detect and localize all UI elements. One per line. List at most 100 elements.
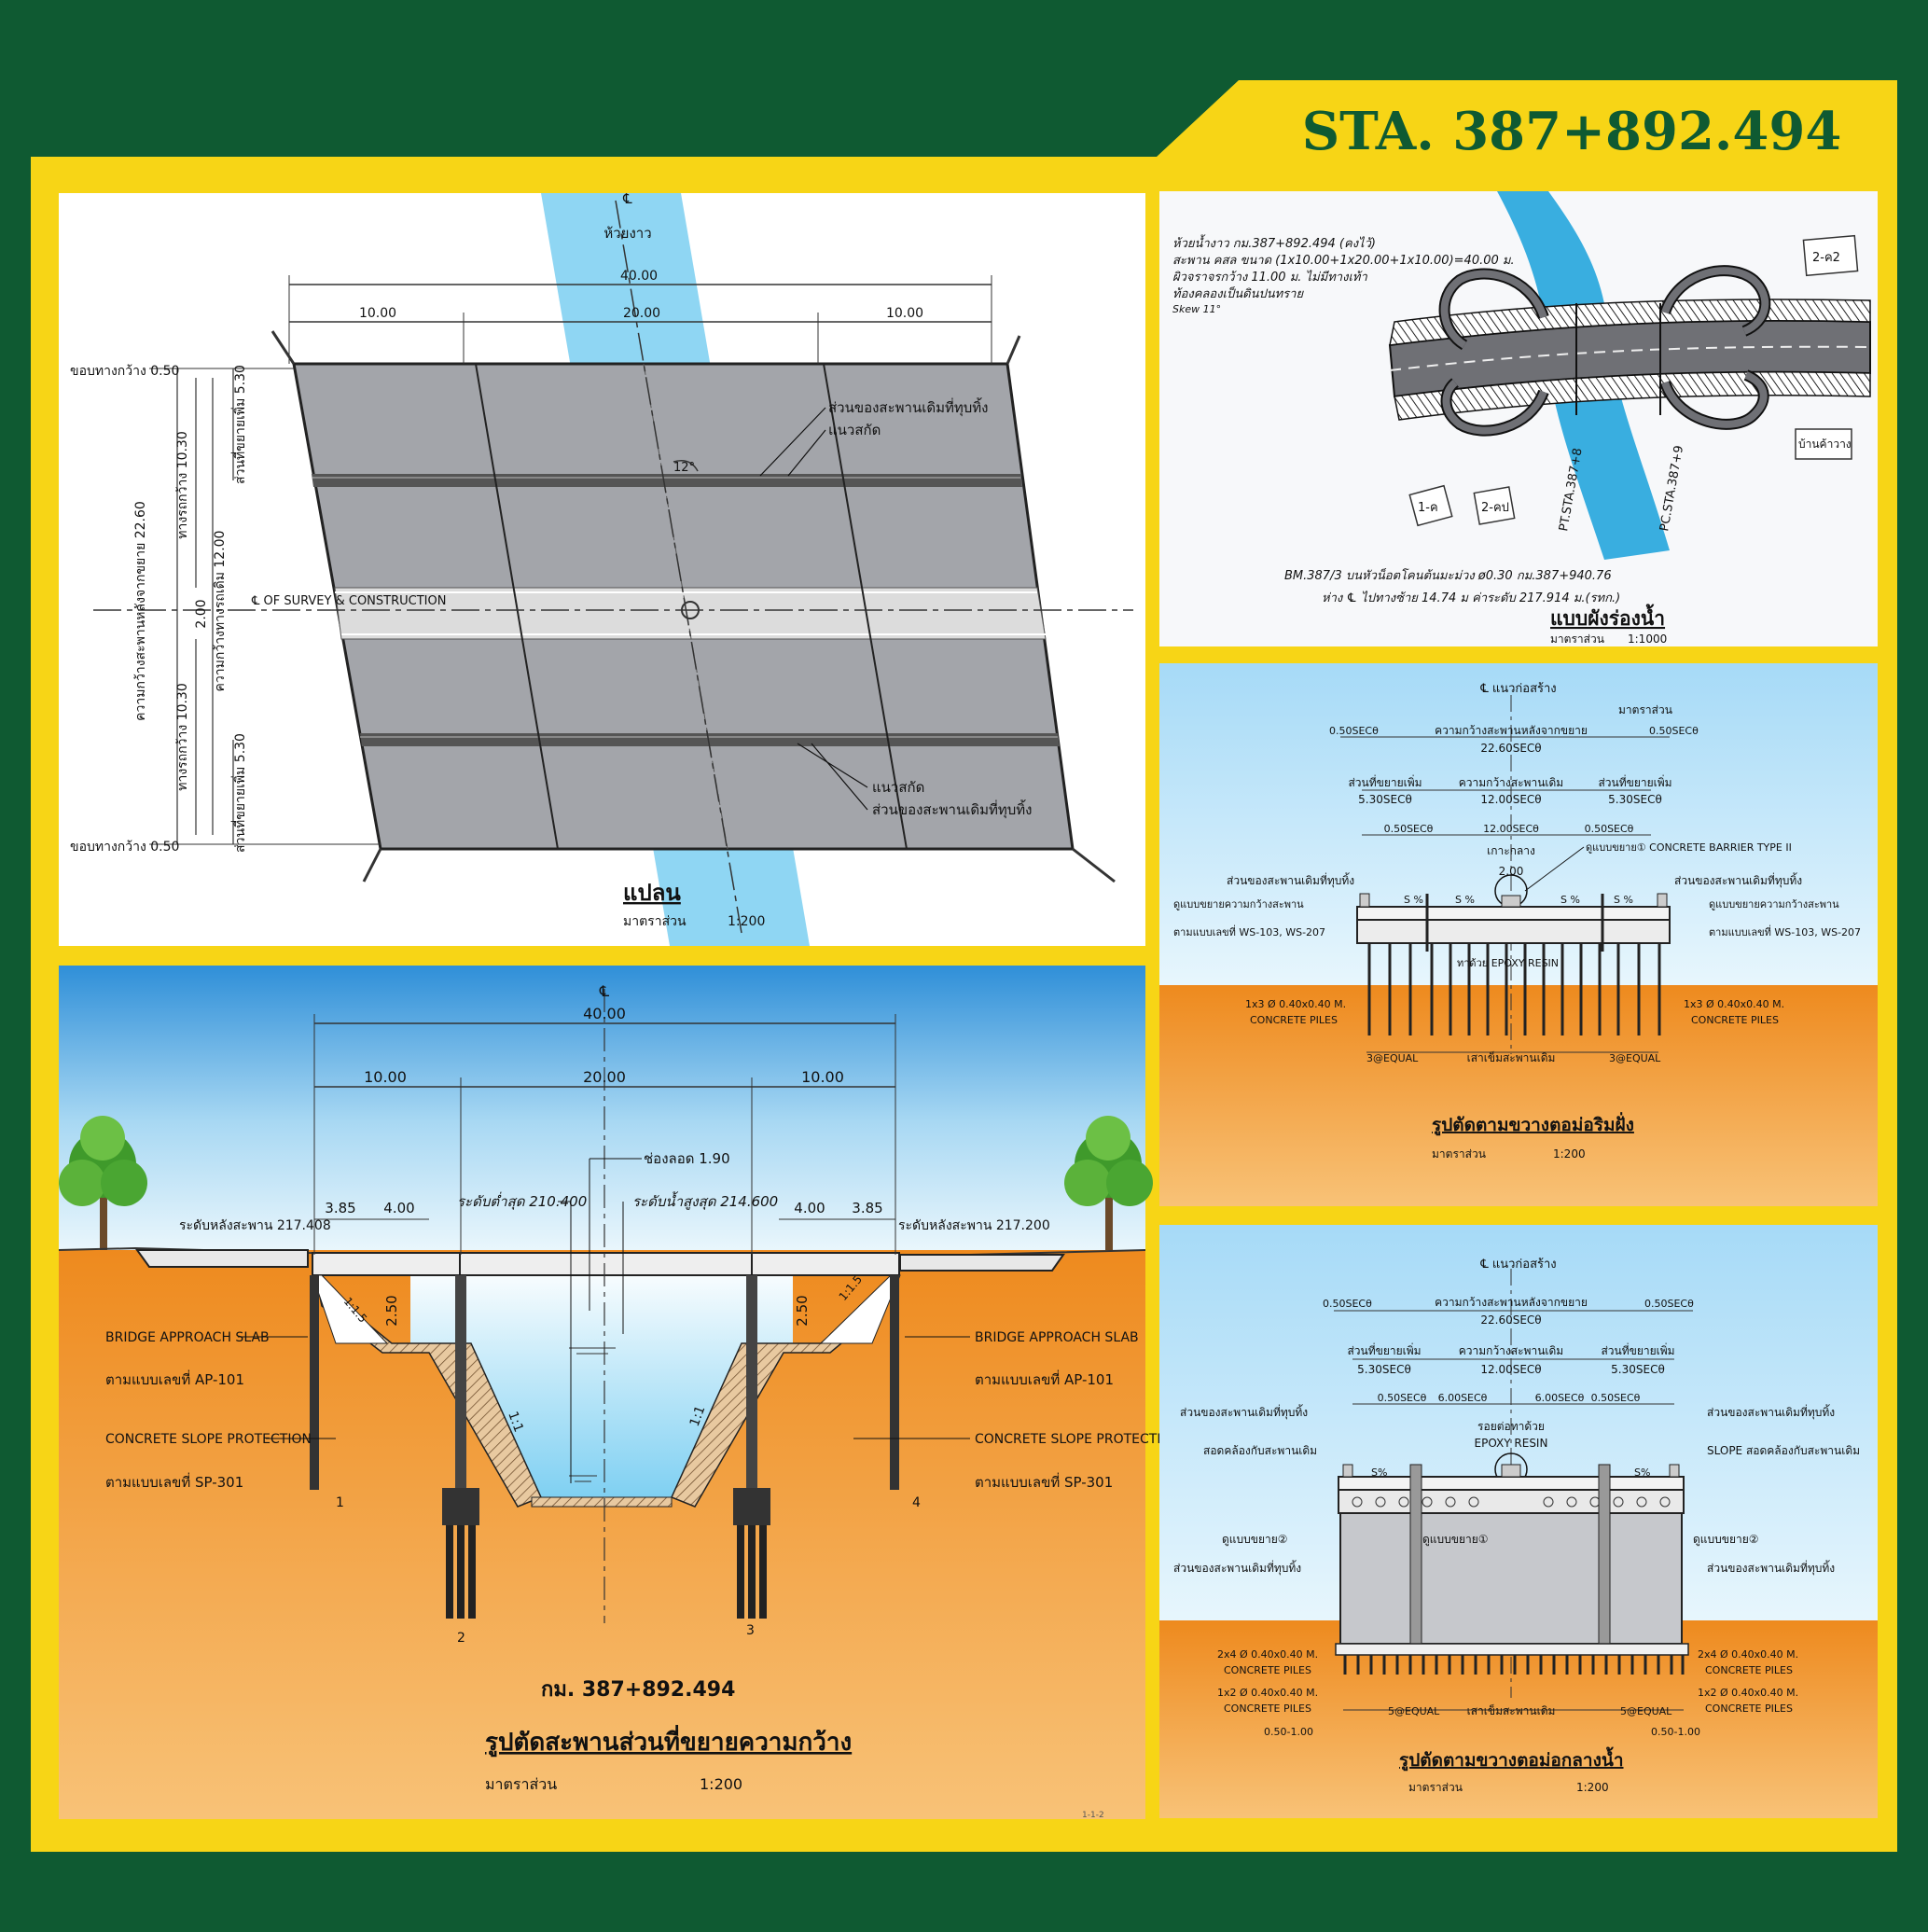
loc-bm-2: ห่าง ℄ ไปทางซ้าย 14.74 ม ค่าระดับ 217.91…: [1322, 591, 1620, 605]
abut-barrier: ดูแบบขยาย① CONCRETE BARRIER TYPE II: [1586, 841, 1792, 854]
pier-epoxy: EPOXY RESIN: [1475, 1437, 1548, 1450]
plan-dim-left: 10.00: [359, 306, 396, 321]
pier-edge-left: 0.50SECθ: [1323, 1298, 1372, 1310]
plan-note-cut-top: แนวสกัด: [828, 422, 881, 438]
long-slope-ref-left: ตามแบบเลขที่ SP-301: [105, 1472, 243, 1491]
plan-dim-total: 40.00: [620, 269, 658, 284]
pier-scale-label: มาตราส่วน: [1408, 1781, 1463, 1794]
long-approach-ref-right: ตามแบบเลขที่ AP-101: [975, 1369, 1114, 1388]
abut-ref-left-1: ดูแบบขยายความกว้างสะพาน: [1173, 898, 1304, 910]
abut-epoxy: ทาด้วย EPOXY RESIN: [1457, 957, 1559, 969]
plan-edge-bottom: ขอบทางกว้าง 0.50: [70, 840, 179, 855]
pier-total-value: 22.60SECθ: [1480, 1313, 1541, 1327]
plan-note-demolish-bottom: ส่วนของสะพานเดิมที่ทุบทิ้ง: [872, 799, 1032, 819]
plan-cl-mark: ℄: [622, 190, 632, 207]
cut-band-top: [312, 474, 1022, 487]
abut-existing-piles: เสาเข็มสะพานเดิม: [1467, 1050, 1556, 1064]
plan-title: แปลน: [623, 880, 681, 906]
abut-slope-s-4: S %: [1614, 894, 1633, 906]
approach-slab-left: [135, 1249, 309, 1268]
plan-v-median: 2.00: [194, 599, 209, 628]
abut-median-v: 2.00: [1499, 865, 1524, 878]
plan-v-lane-bottom: ทางรถกว้าง 10.30: [175, 683, 190, 791]
pier-sub-1: 0.50SECθ: [1378, 1392, 1427, 1404]
abut-scale-label: มาตราส่วน: [1432, 1147, 1486, 1161]
deck-mid-span: [459, 1252, 753, 1276]
loc-scale: 1:1000: [1628, 632, 1667, 646]
plan-edge-top: ขอบทางกว้าง 0.50: [70, 364, 179, 379]
plan-dim-mid: 20.00: [623, 306, 660, 321]
pier-widen-left-v: 5.30SECθ: [1357, 1363, 1411, 1376]
pier-slope-s-left: S%: [1371, 1466, 1387, 1479]
abut-equal-right: 3@EQUAL: [1609, 1052, 1661, 1064]
pier-piles24-right-1: 2x4 Ø 0.40x0.40 M.: [1698, 1648, 1798, 1661]
pier-sub-2: 6.00SECθ: [1438, 1392, 1488, 1404]
abut-scale-top: มาตราส่วน: [1618, 703, 1672, 716]
long-scale: 1:200: [700, 1775, 742, 1793]
abut-slope-s-1: S %: [1404, 894, 1423, 906]
pier-slope-left: สอดคล้องกับสะพานเดิม: [1203, 1444, 1317, 1457]
pier-wall: [1339, 1512, 1683, 1645]
abut-ref-left-2: ตามแบบเลขที่ WS-103, WS-207: [1173, 924, 1325, 938]
abut-widen-left: ส่วนที่ขยายเพิ่ม: [1348, 774, 1422, 789]
pier-demolish-left: ส่วนของสะพานเดิมที่ทุบทิ้ง: [1180, 1404, 1308, 1420]
plan-v-existing: ความกว้างทางรถเดิม 12.00: [213, 531, 228, 692]
plan-creek-name: ห้วยงาว: [603, 225, 651, 242]
long-lowest: ระดับต่ำสุด 210.400: [457, 1191, 587, 1210]
pier-slope-right: SLOPE สอดคล้องกับสะพานเดิม: [1707, 1444, 1860, 1457]
loc-note-3: ผิวจราจรกว้าง 11.00 ม. ไม่มีทางเท้า: [1172, 270, 1367, 285]
loc-scale-label: มาตราส่วน: [1550, 632, 1604, 646]
long-slopeprot-left: CONCRETE SLOPE PROTECTION: [105, 1432, 312, 1447]
plan-note-cut-bottom: แนวสกัด: [872, 779, 924, 796]
long-corner-note: 1-1-2: [1082, 1811, 1104, 1820]
abut-demolish-right: ส่วนของสะพานเดิมที่ทุบทิ้ง: [1674, 872, 1802, 888]
loc-bm-1: BM.387/3 บนหัวน็อตโคนต้นมะม่วง ø0.30 กม.…: [1284, 567, 1612, 583]
long-pier-3: 3: [746, 1623, 755, 1638]
abut-ref-right-1: ดูแบบขยายความกว้างสะพาน: [1709, 898, 1839, 910]
plan-v-widen-top: ส่วนที่ขยายเพิ่ม 5.30: [231, 365, 248, 484]
long-pier-4: 4: [912, 1495, 921, 1510]
long-pier-2: 2: [457, 1631, 465, 1646]
abut-piles-right-2: CONCRETE PILES: [1691, 1014, 1779, 1026]
pier-gap-left: 0.50-1.00: [1264, 1726, 1313, 1738]
tree-right: [1064, 1116, 1153, 1250]
pier-slope-s-right: S%: [1634, 1466, 1650, 1479]
long-dim-400-left: 4.00: [383, 1200, 414, 1216]
abut-sub-mid: 12.00SECθ: [1483, 823, 1539, 835]
pier-piles12-right-2: CONCRETE PILES: [1705, 1703, 1793, 1715]
plan-skew: 12°: [673, 461, 695, 475]
section-long-panel: ℄ 40.00 10.00 20.00 10.00 3.85 4.00 4.00…: [58, 966, 1181, 1820]
pier-existing-piles: เสาเข็มสะพานเดิม: [1467, 1703, 1556, 1717]
plan-dim-right: 10.00: [886, 306, 923, 321]
long-approach-ref-left: ตามแบบเลขที่ AP-101: [105, 1369, 244, 1388]
approach-slab-right: [899, 1254, 1065, 1272]
plan-v-widen-bottom: ส่วนที่ขยายเพิ่ม 5.30: [231, 733, 248, 853]
abut-sub-left: 0.50SECθ: [1384, 823, 1434, 835]
pier-widen-right: ส่วนที่ขยายเพิ่ม: [1601, 1342, 1674, 1357]
pier-piles24-left-2: CONCRETE PILES: [1224, 1664, 1311, 1676]
long-dim-400-right: 4.00: [794, 1200, 825, 1216]
long-deck-level-left: ระดับหลังสะพาน 217.408: [179, 1218, 331, 1233]
long-approach-left: BRIDGE APPROACH SLAB: [105, 1330, 270, 1345]
pier-sub-4: 0.50SECθ: [1591, 1392, 1641, 1404]
pier-equal-right: 5@EQUAL: [1620, 1705, 1672, 1717]
loc-note-2: สะพาน คสล ขนาด (1x10.00+1x20.00+1x10.00)…: [1172, 254, 1515, 268]
abut-widen-right: ส่วนที่ขยายเพิ่ม: [1598, 774, 1671, 789]
abut-demolish-left: ส่วนของสะพานเดิมที่ทุบทิ้ง: [1227, 872, 1354, 888]
loc-title: แบบผังร่องน้ำ: [1550, 604, 1665, 630]
deck-right-span: [751, 1252, 900, 1276]
abut-widen-left-v: 5.30SECθ: [1358, 793, 1412, 806]
section-abut-panel: ℄ แนวก่อสร้าง มาตราส่วน 0.50SECθ 0.50SEC…: [1159, 663, 1878, 1206]
abut-total-value: 22.60SECθ: [1480, 742, 1541, 755]
plan-scale-label: มาตราส่วน: [623, 914, 687, 929]
plan-v-lane-top: ทางรถกว้าง 10.30: [175, 431, 190, 539]
pier-sub-3: 6.00SECθ: [1535, 1392, 1585, 1404]
long-dim-385-left: 3.85: [325, 1200, 355, 1216]
loc-tag-2k: 2-คป: [1481, 501, 1509, 515]
abut-widen-right-v: 5.30SECθ: [1608, 793, 1662, 806]
long-dim-total: 40.00: [583, 1005, 626, 1022]
pier-demolish-right-2: ส่วนของสะพานเดิมที่ทุบทิ้ง: [1707, 1560, 1835, 1576]
long-scale-label: มาตราส่วน: [485, 1775, 557, 1793]
